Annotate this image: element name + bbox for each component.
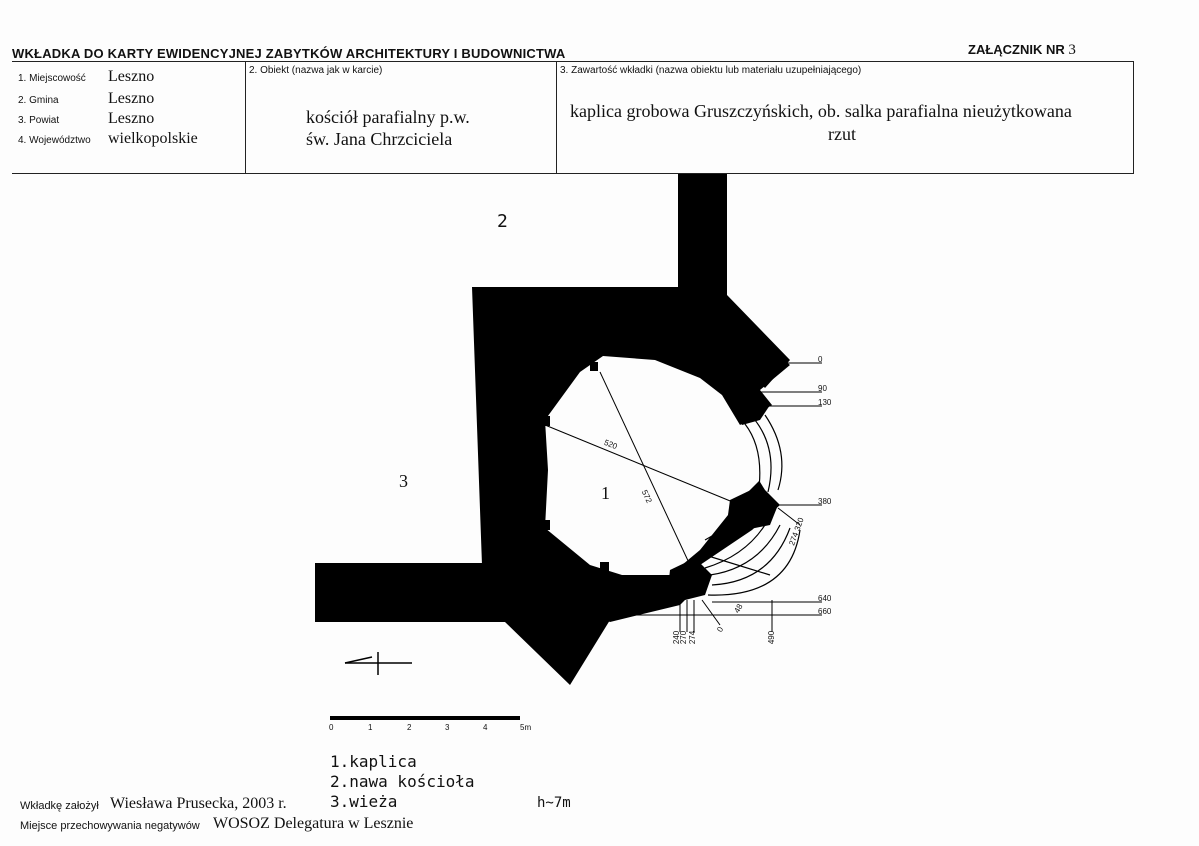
level-0: 0 <box>818 355 823 364</box>
window-arcs <box>617 414 801 610</box>
level-130: 130 <box>818 398 832 407</box>
niche-3 <box>542 520 550 530</box>
author-label: Wkładkę założył <box>20 800 99 812</box>
room-label-2: 2 <box>497 211 508 232</box>
table-right-line <box>1133 62 1134 173</box>
miejscowosc-label: 1. Miejscowość <box>18 73 86 84</box>
negatives-value: WOSOZ Delegatura w Lesznie <box>213 815 414 832</box>
level-640: 640 <box>818 594 832 603</box>
table-divider-2 <box>556 62 557 173</box>
miejscowosc-value: Leszno <box>108 68 155 85</box>
level-90: 90 <box>818 384 827 393</box>
legend-height: h~7m <box>537 795 571 811</box>
negatives-label: Miejsce przechowywania negatywów <box>20 820 200 832</box>
table-bottom-line <box>12 173 1134 174</box>
content-line-1: kaplica grobowa Gruszczyńskich, ob. salk… <box>570 101 1072 121</box>
table-top-line <box>12 61 1134 62</box>
scale-tick-0: 0 <box>329 723 334 732</box>
powiat-value: Leszno <box>108 110 155 127</box>
content-line-2: rzut <box>828 124 856 144</box>
wojewodztwo-value: wielkopolskie <box>108 130 198 147</box>
legend-item-1: 1.kaplica <box>330 752 417 771</box>
diagonal-line-1 <box>544 424 741 506</box>
author-value: Wiesława Prusecka, 2003 r. <box>110 795 287 812</box>
scale-tick-3: 3 <box>445 723 450 732</box>
vertical-dim-270: 270 <box>679 630 689 645</box>
diagonal-line-2 <box>599 371 691 566</box>
level-lines <box>612 362 822 632</box>
room-label-1: 1 <box>601 483 610 503</box>
content-label: 3. Zawartość wkładki (nazwa obiektu lub … <box>560 65 862 76</box>
pillar-lower <box>668 558 712 600</box>
scale-tick-2: 2 <box>407 723 412 732</box>
chapel-interior <box>545 356 760 575</box>
level-660: 660 <box>818 607 832 616</box>
annex-label: ZAŁĄCZNIK NR 3 <box>968 42 1076 59</box>
pillar-middle <box>728 488 778 530</box>
powiat-label: 3. Powiat <box>18 115 60 126</box>
niche-2 <box>590 362 598 371</box>
table-divider-1 <box>245 62 246 173</box>
scale-tick-5m: 5m <box>520 723 532 732</box>
object-line-1: kościół parafialny p.w. <box>306 107 470 127</box>
annex-number: 3 <box>1068 42 1076 58</box>
niche-4 <box>600 562 609 572</box>
level-380: 380 <box>818 497 832 506</box>
vertical-dim-490: 490 <box>767 630 777 645</box>
niche-1 <box>542 416 550 426</box>
wojewodztwo-label: 4. Województwo <box>18 135 91 146</box>
scale-tick-1: 1 <box>368 723 373 732</box>
pillar-upper <box>732 392 770 425</box>
document-title: WKŁADKA DO KARTY EWIDENCYJNEJ ZABYTKÓW A… <box>12 46 566 61</box>
orientation-arrow-icon <box>344 652 412 675</box>
nave-wall <box>678 174 790 388</box>
gmina-label: 2. Gmina <box>18 95 59 106</box>
vertical-dim-274: 274 <box>688 630 698 645</box>
legend-item-2: 2.nawa kościoła <box>330 772 475 791</box>
room-label-3: 3 <box>399 471 408 491</box>
gmina-value: Leszno <box>108 90 155 107</box>
legend-item-3: 3.wieża <box>330 792 398 811</box>
scale-tick-4: 4 <box>483 723 488 732</box>
scale-bar <box>330 716 520 720</box>
annex-label-text: ZAŁĄCZNIK NR <box>968 42 1065 57</box>
object-label: 2. Obiekt (nazwa jak w karcie) <box>249 65 383 76</box>
object-line-2: św. Jana Chrzciciela <box>306 129 453 149</box>
